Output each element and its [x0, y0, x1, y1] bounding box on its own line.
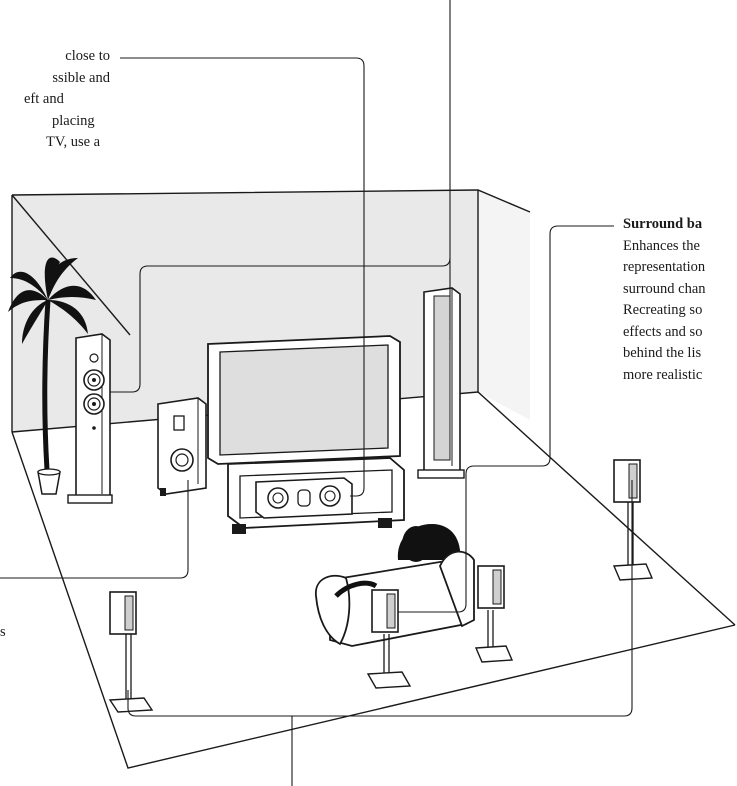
surround-back-right-speaker: [476, 566, 512, 662]
surround-back-line: Enhances the: [623, 236, 706, 258]
surround-back-line: more realistic: [623, 365, 706, 387]
front-speakers-text: close to ssible and eft and placing TV, …: [0, 46, 110, 154]
surround-back-line: behind the lis: [623, 343, 706, 365]
surround-left-speaker: [110, 592, 152, 712]
subwoofer-text-tail: s: [0, 622, 6, 644]
front-right-speaker: [418, 288, 464, 478]
surround-back-title: Surround ba: [623, 214, 706, 236]
surround-back-line: Recreating so: [623, 300, 706, 322]
surround-back-text: Surround ba Enhances the representation …: [623, 214, 706, 386]
surround-back-line: representation: [623, 257, 706, 279]
center-speaker: [256, 478, 352, 518]
front-speakers-line: close to: [0, 46, 110, 68]
front-speakers-line: ssible and: [0, 68, 110, 90]
front-speakers-line: eft and: [0, 89, 110, 111]
right-wall: [478, 190, 530, 420]
surround-back-line: effects and so: [623, 322, 706, 344]
front-speakers-line: TV, use a: [0, 132, 110, 154]
surround-back-line: surround chan: [623, 279, 706, 301]
front-speakers-tail: sible: [128, 0, 155, 8]
front-speakers-line: placing: [0, 111, 110, 133]
subwoofer: [158, 398, 206, 496]
